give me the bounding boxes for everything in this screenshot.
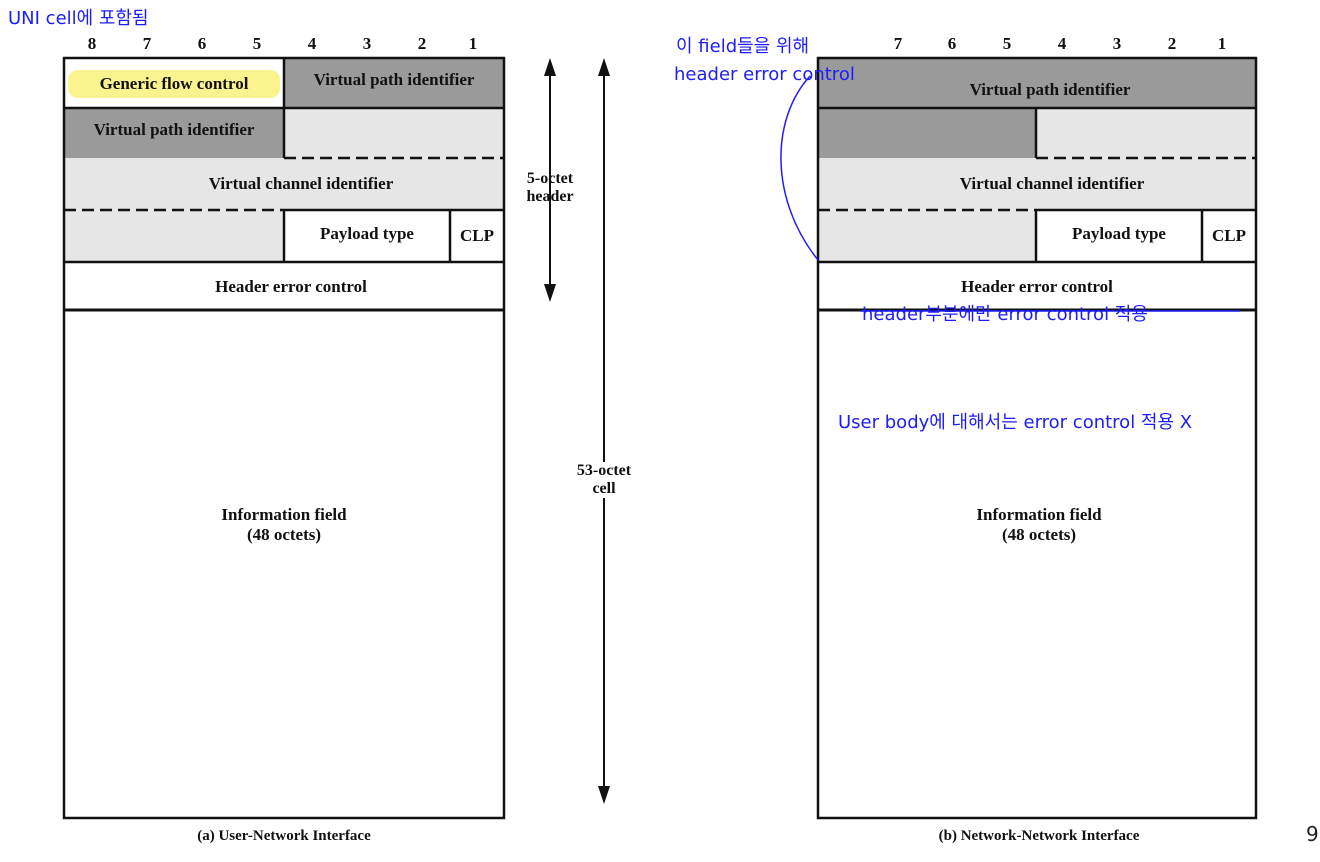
cell-size-label-2: cell (554, 480, 654, 498)
uni-info-label-1: Information field (221, 505, 347, 524)
uni-vpi-field-2 (64, 108, 284, 158)
uni-bit-4: 4 (307, 34, 317, 53)
uni-bit-6: 6 (197, 34, 207, 53)
uni-bit-2: 2 (417, 34, 427, 53)
uni-payload-type-field (284, 210, 450, 262)
nni-bit-5: 5 (1002, 34, 1012, 53)
uni-vpi-label-1: Virtual path identifier (313, 70, 475, 89)
uni-vci-field-part-1 (284, 108, 504, 158)
uni-gfc-label: Generic flow control (99, 74, 249, 93)
nni-caption: (b) Network-Network Interface (938, 828, 1140, 844)
nni-bit-4: 4 (1057, 34, 1067, 53)
uni-cell-annotation: UNI cell에 포함됨 (8, 8, 149, 29)
nni-vci-field (818, 158, 1256, 210)
uni-cell (62, 56, 506, 820)
uni-bit-8: 8 (87, 34, 97, 53)
header-size-label-1: 5-octet (526, 170, 574, 187)
nni-vpi-field (818, 58, 1256, 108)
nni-bit-2: 2 (1167, 34, 1177, 53)
nni-vci-label: Virtual channel identifier (959, 174, 1145, 193)
nni-vpi-field-part-2 (818, 108, 1036, 158)
uni-payload-type-label: Payload type (320, 224, 414, 243)
uni-gfc-highlight (68, 70, 280, 98)
nni-bit-1: 1 (1217, 34, 1227, 53)
uni-hec-label: Header error control (215, 277, 367, 296)
uni-bit-5: 5 (252, 34, 262, 53)
nni-vci-field-part-3 (818, 210, 1036, 262)
header-dimension-arrow (544, 58, 556, 302)
nni-cell (816, 56, 1258, 820)
nni-info-label-1: Information field (976, 505, 1102, 524)
nni-vpi-label: Virtual path identifier (969, 80, 1131, 99)
cell-size-label-1: 53-octet (554, 462, 654, 480)
uni-bit-7: 7 (142, 34, 152, 53)
uni-clp-field (450, 210, 504, 262)
field-annotation-line2: header error control (674, 64, 855, 85)
nni-payload-type-label: Payload type (1072, 224, 1166, 243)
nni-clp-field (1202, 210, 1256, 262)
uni-vci-field-part-3 (64, 210, 284, 262)
uni-vpi-field-1 (284, 58, 504, 108)
cell-dimension-arrow (598, 58, 610, 804)
nni-bit-3: 3 (1112, 34, 1122, 53)
uni-bit-3: 3 (362, 34, 372, 53)
uni-vci-field (64, 158, 504, 210)
nni-bit-6: 6 (947, 34, 957, 53)
field-annotation-line1: 이 field들을 위해 (676, 36, 810, 57)
nni-bit-7: 7 (893, 34, 903, 53)
nni-payload-type-field (1036, 210, 1202, 262)
uni-bit-1: 1 (468, 34, 478, 53)
page-number: 9 (1306, 822, 1319, 846)
nni-info-label-2: (48 octets) (1001, 525, 1077, 544)
nni-clp-label: CLP (1212, 226, 1246, 245)
uni-caption: (a) User-Network Interface (197, 828, 371, 844)
uni-vci-label: Virtual channel identifier (208, 174, 394, 193)
nni-hec-label: Header error control (961, 277, 1113, 296)
nni-vci-field-part-1 (1036, 108, 1256, 158)
hec-annotation: header부분에만 error control 적용 (862, 304, 1148, 325)
uni-clp-label: CLP (460, 226, 494, 245)
annotation-curve (780, 75, 819, 261)
user-body-annotation: User body에 대해서는 error control 적용 X (838, 412, 1193, 433)
uni-info-label-2: (48 octets) (246, 525, 322, 544)
header-size-label-2: header (526, 188, 574, 205)
uni-vpi-label-2: Virtual path identifier (93, 120, 255, 139)
